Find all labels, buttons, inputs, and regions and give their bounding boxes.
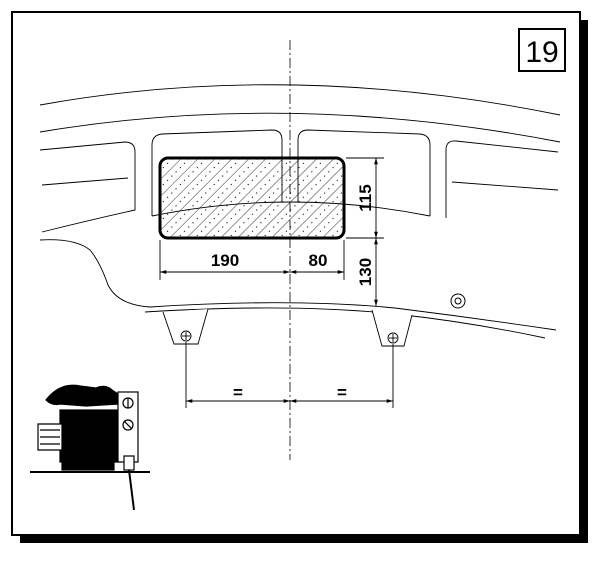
sensor-hole-icon (450, 293, 466, 309)
dimension-height-cutout: 115 (356, 184, 375, 211)
dimension-equal-right: = (337, 383, 347, 402)
mounting-tab-left (162, 308, 209, 345)
dimension-width-left: 190 (211, 251, 239, 270)
mounting-tab-right (371, 309, 413, 347)
step-number: 19 (525, 36, 558, 69)
jigsaw-icon (30, 384, 150, 511)
dimension-height (346, 157, 384, 306)
step-number-box: 19 (518, 28, 566, 72)
dimension-width-right: 80 (309, 251, 328, 270)
dimension-equal-left: = (233, 383, 243, 402)
cutout-area (158, 156, 346, 240)
dimension-offset-below: 130 (356, 258, 375, 286)
dimension-equal (185, 342, 394, 408)
dimension-width (159, 240, 345, 280)
